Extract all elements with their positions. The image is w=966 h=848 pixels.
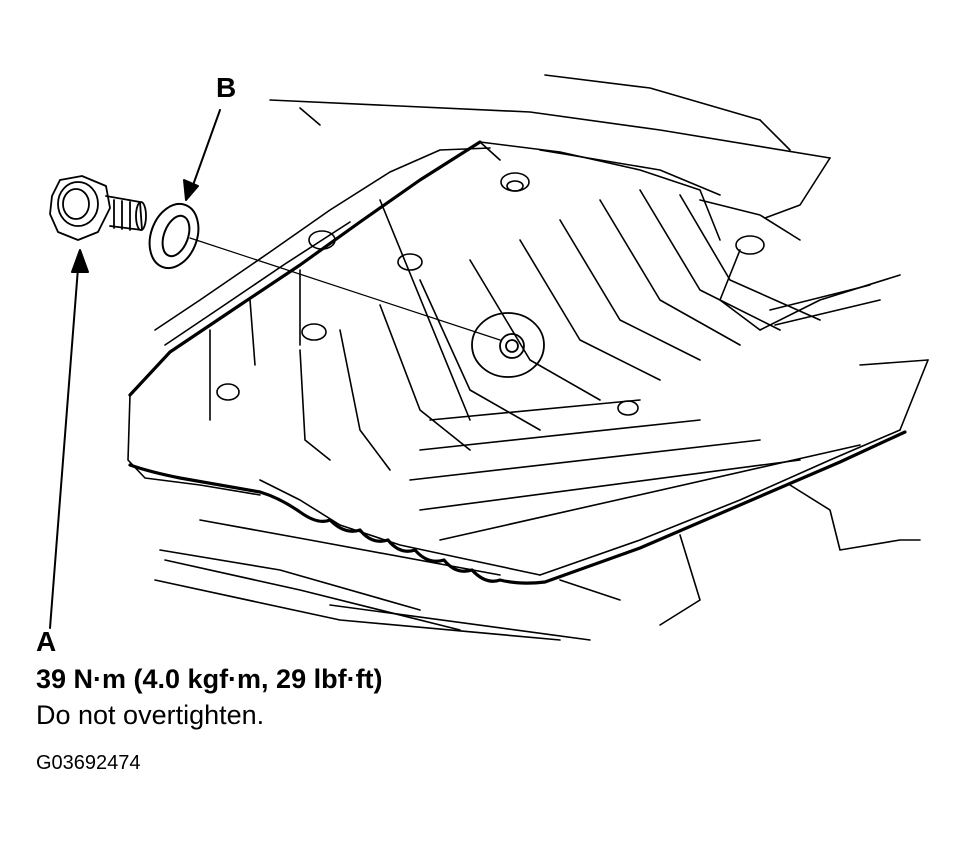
pan-bolt-bosses bbox=[217, 173, 764, 415]
leader-arrow-b bbox=[184, 110, 220, 200]
torque-spec-text: 39 N·m (4.0 kgf·m, 29 lbf·ft) bbox=[36, 664, 383, 694]
engine-block-outline bbox=[270, 75, 900, 330]
ground-lines bbox=[155, 485, 920, 640]
callout-label-b: B bbox=[216, 72, 237, 103]
callout-label-a: A bbox=[36, 626, 57, 657]
install-axis-line bbox=[190, 238, 500, 340]
drain-bolt-icon bbox=[50, 176, 146, 240]
drain-plug-boss bbox=[472, 313, 544, 377]
leader-arrow-a bbox=[50, 250, 88, 628]
caution-note-text: Do not overtighten. bbox=[36, 700, 265, 730]
oil-pan-body bbox=[128, 142, 928, 575]
sealing-washer-icon bbox=[141, 197, 207, 275]
pan-flange-edge bbox=[130, 142, 480, 395]
figure-code-text: G03692474 bbox=[36, 752, 141, 774]
pan-bottom-edge bbox=[130, 432, 905, 583]
